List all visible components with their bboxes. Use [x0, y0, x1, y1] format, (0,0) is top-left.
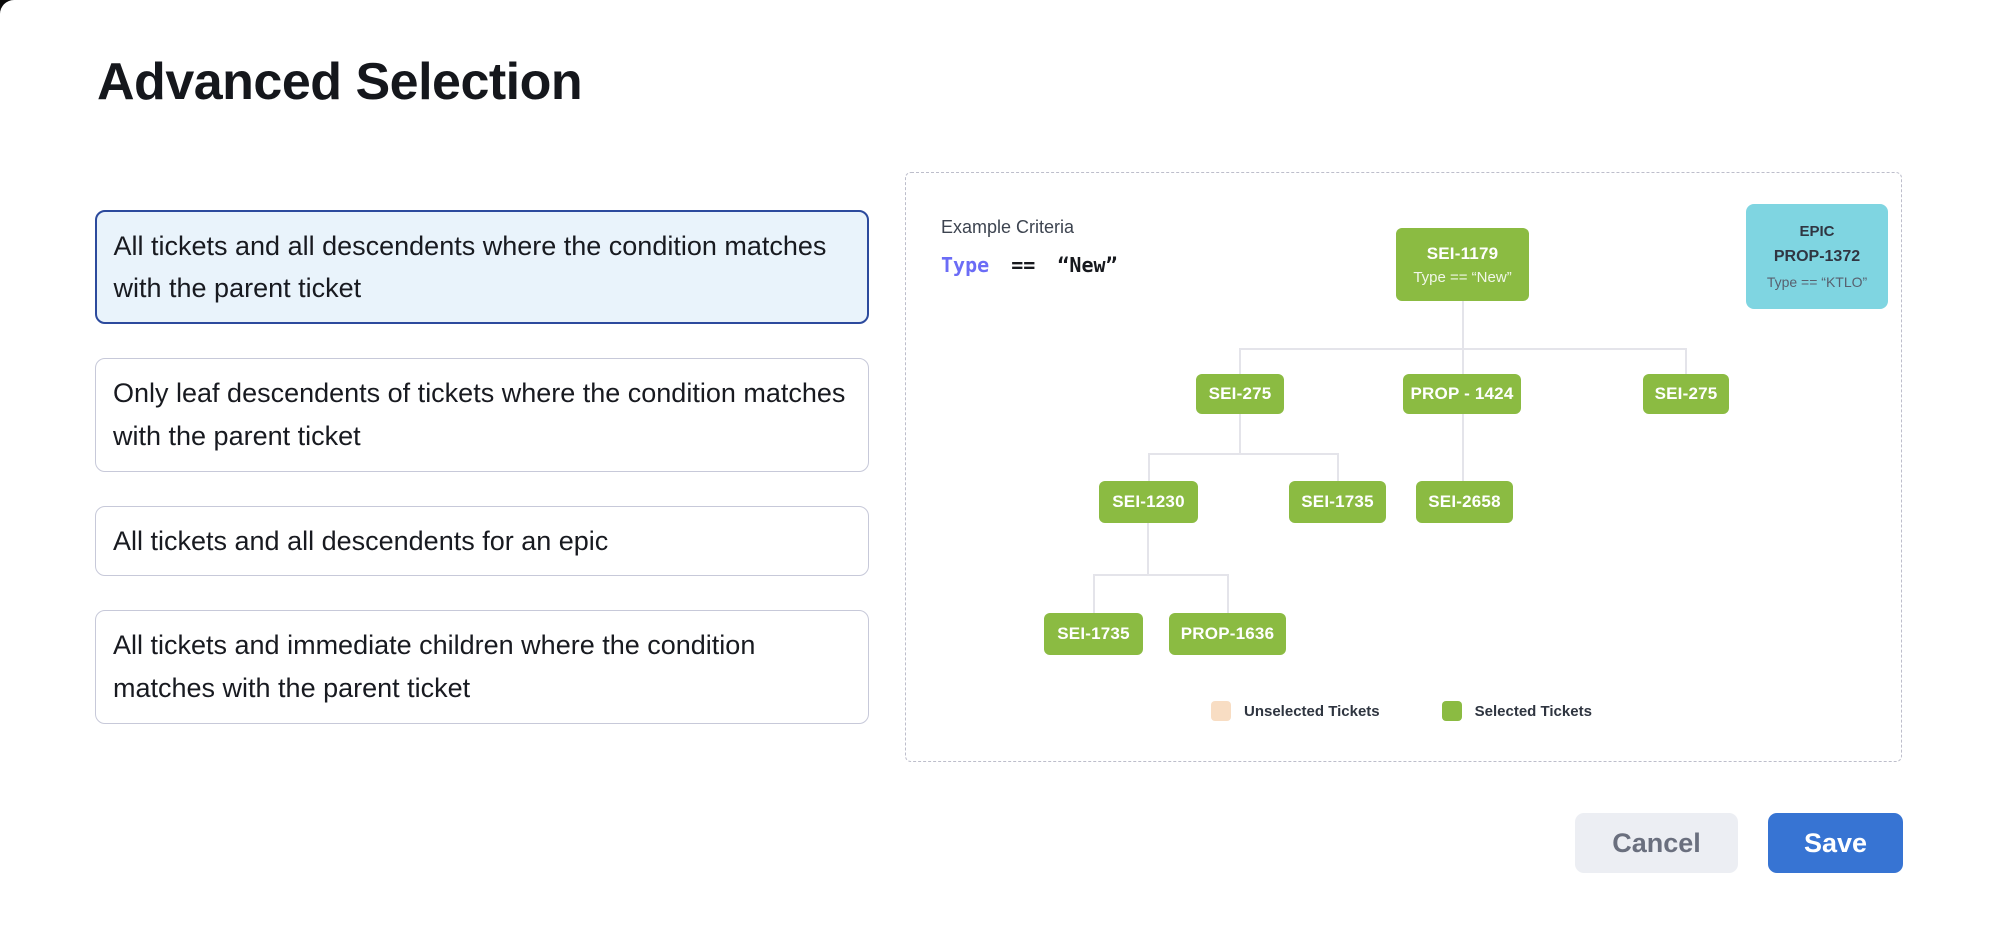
ticket-node-label: SEI-1179	[1426, 243, 1499, 263]
cancel-button[interactable]: Cancel	[1575, 813, 1738, 873]
criteria-operator: ==	[1011, 253, 1036, 277]
option-list: All tickets and all descendents where th…	[95, 210, 869, 724]
ticket-node-subtitle: Type == “New”	[1413, 268, 1512, 286]
ticket-node-label: PROP - 1424	[1410, 384, 1514, 403]
ticket-node-label: SEI-1230	[1112, 492, 1185, 511]
legend: Unselected Tickets Selected Tickets	[1211, 701, 1592, 721]
option-label: All tickets and immediate children where…	[113, 630, 756, 703]
epic-card-type: EPIC	[1799, 223, 1835, 240]
tree-connector	[1148, 453, 1339, 455]
criteria-field: Type	[941, 253, 990, 277]
epic-card-condition: Type == “KTLO”	[1766, 274, 1868, 290]
option-card-leaf-descendents[interactable]: Only leaf descendents of tickets where t…	[95, 358, 869, 472]
ticket-node-sei-275: SEI-275	[1643, 374, 1729, 414]
example-panel: Example Criteria Type == “New” EPIC PROP…	[905, 172, 1902, 762]
ticket-node-label: SEI-275	[1654, 384, 1718, 403]
option-card-immediate-children[interactable]: All tickets and immediate children where…	[95, 610, 869, 724]
tree-connector	[1239, 348, 1241, 374]
page-title: Advanced Selection	[97, 53, 583, 111]
epic-card-id: PROP-1372	[1773, 248, 1861, 265]
tree-connector	[1462, 414, 1464, 481]
ticket-node-sei-2658: SEI-2658	[1416, 481, 1513, 523]
ticket-node-label: SEI-2658	[1428, 492, 1501, 511]
tree-connector	[1227, 574, 1229, 613]
ticket-node-sei-1230: SEI-1230	[1099, 481, 1198, 523]
ticket-node-label: PROP-1636	[1180, 624, 1275, 643]
tree-connector	[1685, 348, 1687, 374]
selected-tickets-swatch	[1441, 701, 1462, 721]
save-button[interactable]: Save	[1768, 813, 1903, 873]
option-card-epic-descendents[interactable]: All tickets and all descendents for an e…	[95, 505, 869, 577]
ticket-node-label: SEI-275	[1208, 384, 1272, 403]
tree-connector	[1093, 574, 1095, 613]
option-label: All tickets and all descendents where th…	[113, 230, 827, 304]
example-criteria-label: Example Criteria	[941, 217, 1075, 237]
ticket-node-label: SEI-1735	[1301, 492, 1374, 511]
unselected-tickets-label: Unselected Tickets	[1244, 702, 1380, 720]
tree-connector	[1147, 523, 1149, 574]
tree-connector	[1337, 453, 1339, 481]
tree-connector	[1239, 414, 1241, 453]
ticket-node-prop-1424: PROP - 1424	[1403, 374, 1521, 414]
ticket-node-sei-275: SEI-275	[1196, 374, 1284, 414]
unselected-tickets-swatch	[1211, 701, 1231, 721]
example-criteria-expression: Type == “New”	[941, 253, 1128, 277]
epic-card: EPIC PROP-1372 Type == “KTLO”	[1746, 204, 1888, 309]
option-label: All tickets and all descendents for an e…	[113, 525, 609, 556]
tree-connector	[1148, 453, 1150, 481]
tree-connector	[1462, 348, 1464, 374]
option-card-all-descendents[interactable]: All tickets and all descendents where th…	[95, 210, 869, 325]
criteria-value: “New”	[1057, 253, 1118, 277]
option-label: Only leaf descendents of tickets where t…	[113, 378, 846, 451]
ticket-node-sei-1735: SEI-1735	[1289, 481, 1386, 523]
ticket-node-prop-1636: PROP-1636	[1169, 613, 1286, 655]
selected-tickets-label: Selected Tickets	[1474, 702, 1592, 720]
ticket-node-sei-1735: SEI-1735	[1044, 613, 1143, 655]
ticket-node-label: SEI-1735	[1057, 624, 1130, 643]
tree-connector	[1093, 574, 1229, 576]
tree-connector	[1462, 301, 1464, 348]
